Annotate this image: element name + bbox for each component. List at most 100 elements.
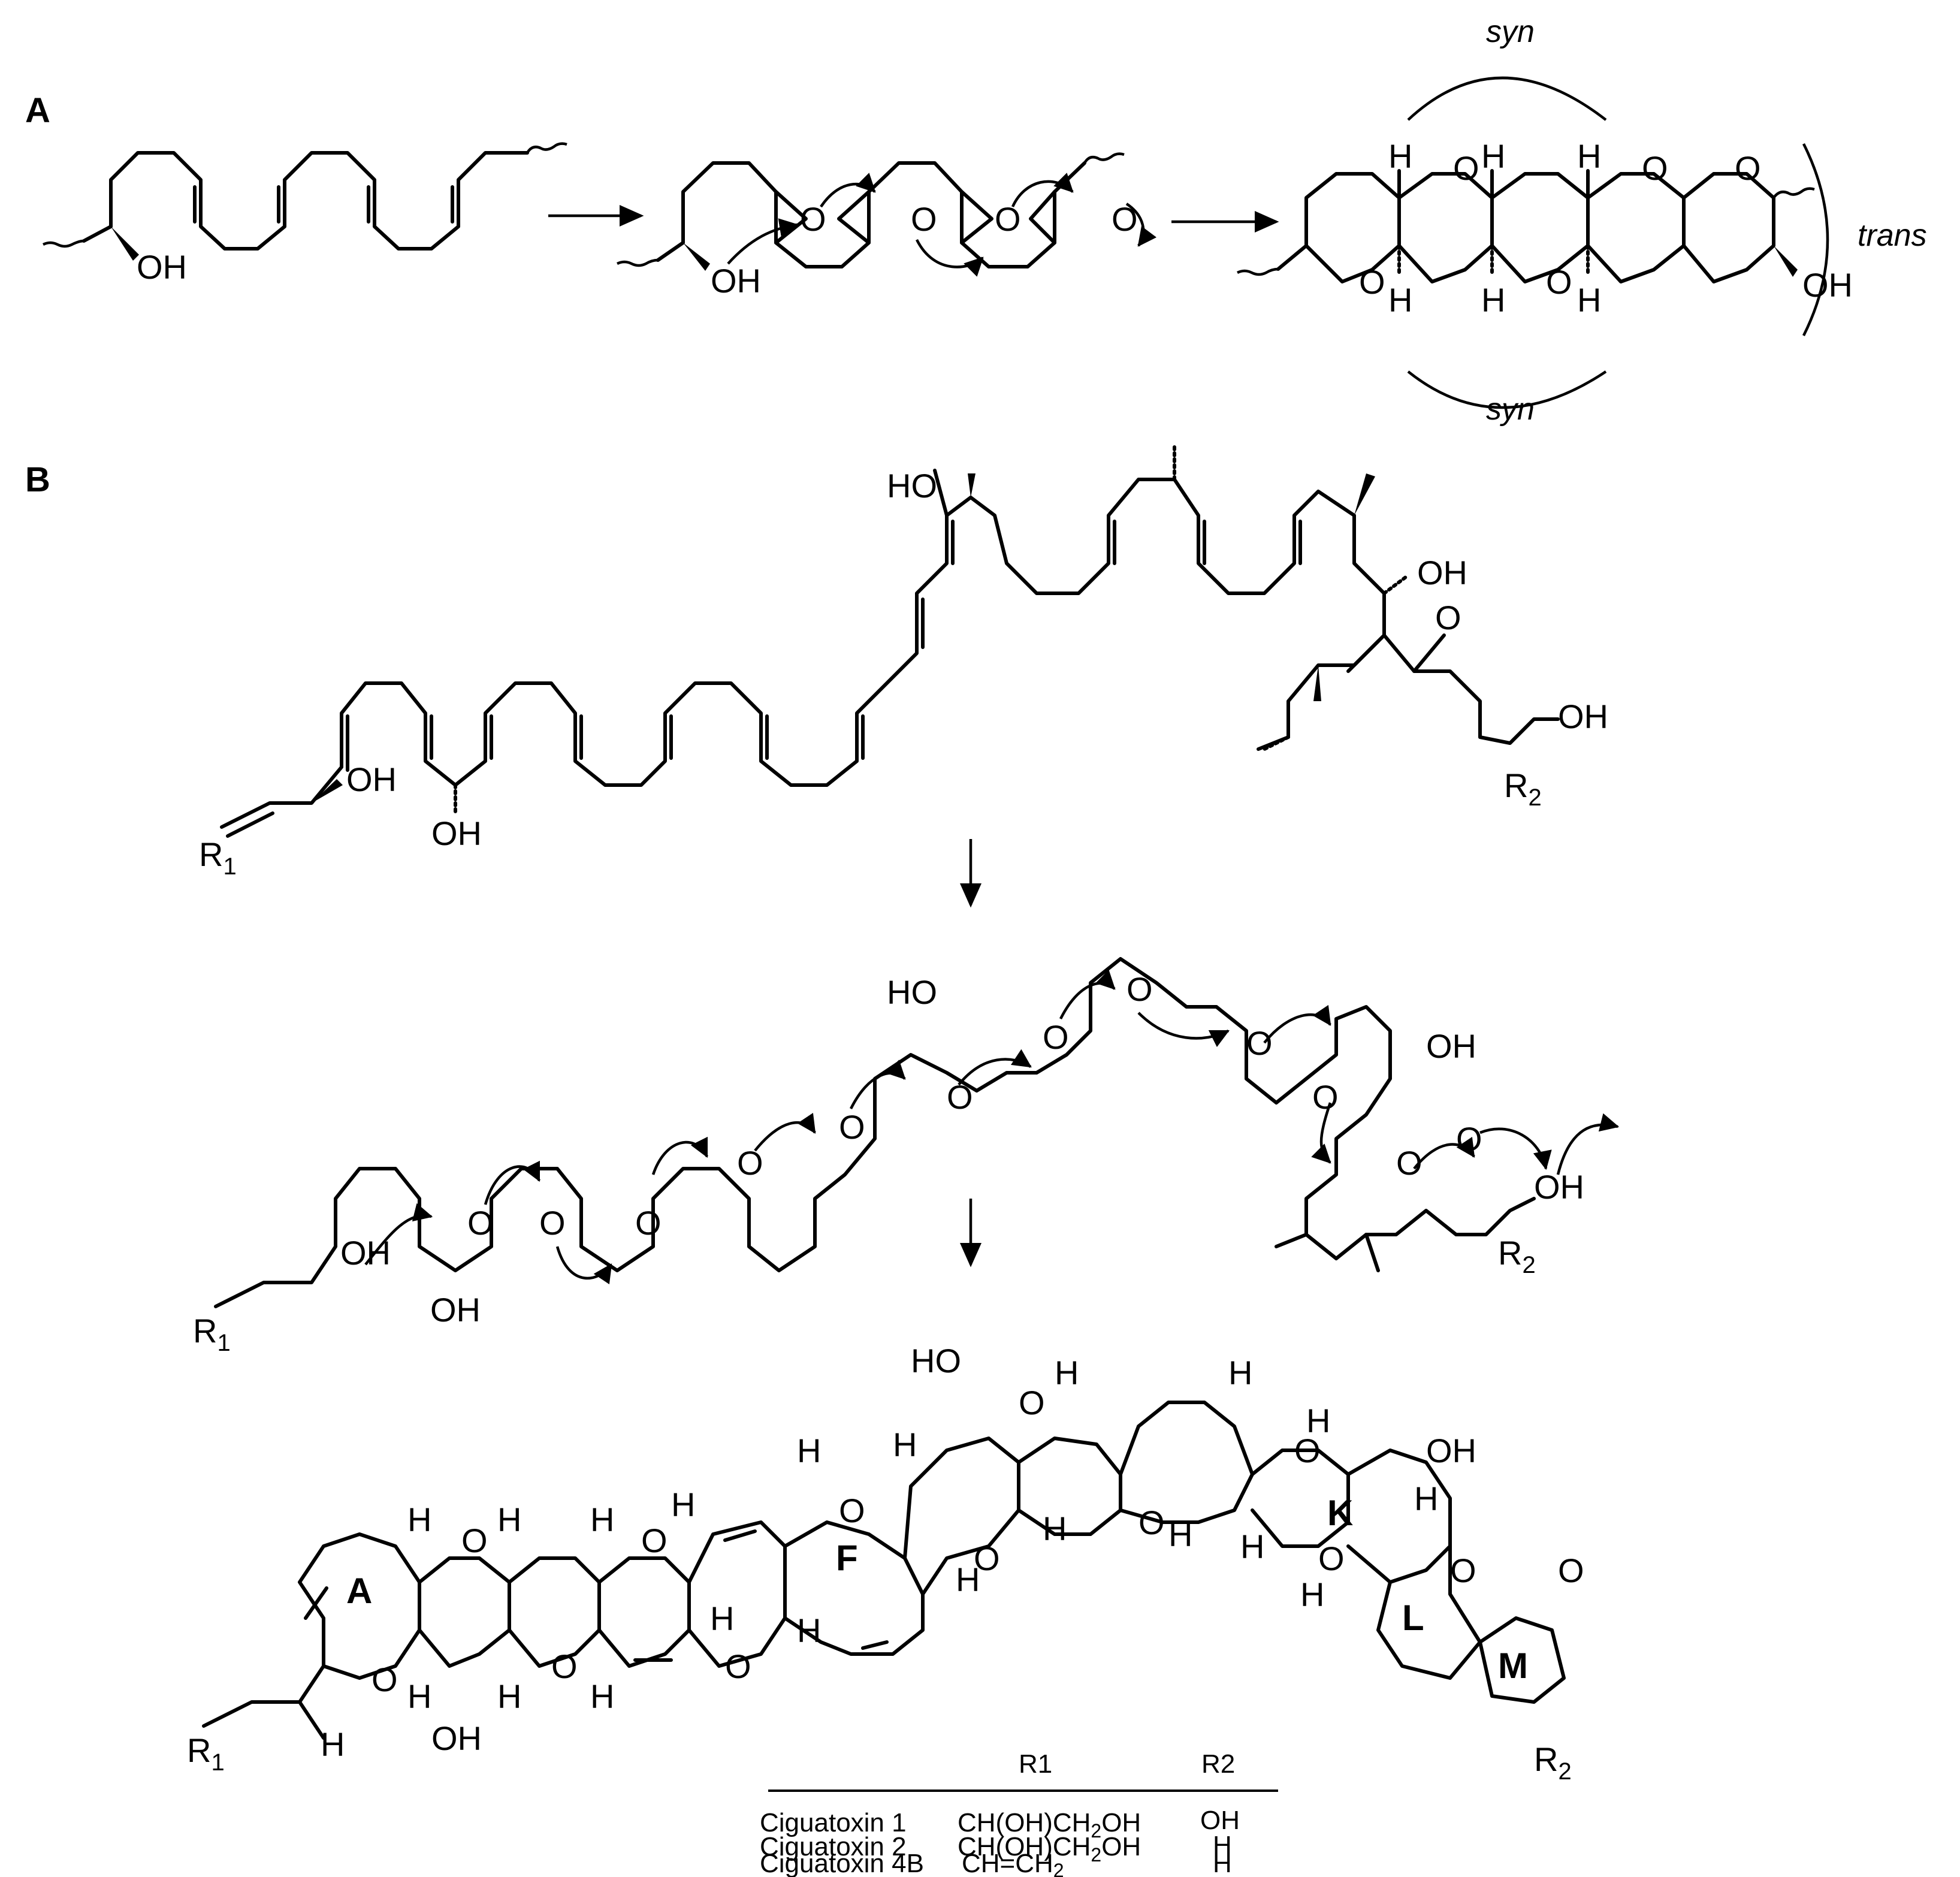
hydroxyl-label: OH [346, 761, 397, 798]
ring-oxygen: O [461, 1522, 488, 1559]
hydroxyl-label: OH [137, 248, 187, 286]
hydrogen-label: H [1481, 281, 1505, 319]
hydrogen-label: H [497, 1677, 521, 1715]
hydroxyl-label: HO [887, 973, 937, 1011]
ciguatoxin-product: R1 O O O O O O O O O O O O O HO OH OH R2… [187, 1342, 1584, 1785]
syn-label-top: syn [1486, 14, 1535, 49]
substituent-table: R1 R2 Ciguatoxin 1 CH(OH)CH2OH OH Ciguat… [760, 1749, 1278, 1877]
r2-label: R2 [1534, 1740, 1572, 1785]
syn-bracket-top [1407, 76, 1607, 121]
epoxide-oxygen: O [1112, 200, 1138, 238]
ring-oxygen: O [1546, 263, 1572, 301]
ring-oxygen: O [1318, 1540, 1345, 1577]
table-row-name: Ciguatoxin 4B [760, 1849, 924, 1877]
hydrogen-label: H [797, 1432, 821, 1469]
hydrogen-label: H [1481, 137, 1505, 175]
epoxide-oxygen: O [1312, 1078, 1339, 1116]
table-row-name: Ciguatoxin 1 [760, 1808, 907, 1837]
table-header-r1: R1 [1019, 1749, 1052, 1779]
hydrogen-label: H [1055, 1354, 1079, 1392]
ring-oxygen: O [1359, 263, 1385, 301]
ketone-oxygen: O [1435, 599, 1461, 636]
wavy-bond [42, 239, 84, 248]
table-row-r1: CH=CH2 [962, 1849, 1064, 1877]
syn-bracket-bottom [1407, 370, 1607, 409]
r2-label: R2 [1504, 767, 1542, 811]
panel-label-a: A [25, 91, 50, 130]
hydrogen-label: H [1577, 281, 1601, 319]
hydrogen-label: H [1306, 1402, 1330, 1440]
ring-oxygen: O [1138, 1504, 1165, 1541]
ring-oxygen: O [551, 1647, 578, 1685]
hydroxyl-label: OH [711, 262, 761, 300]
hydrogen-label: H [1388, 281, 1412, 319]
hydroxyl-label: OH [1558, 698, 1608, 735]
hydrogen-label: H [671, 1486, 695, 1523]
hydroxyl-label: OH [1417, 554, 1467, 592]
ring-oxygen: O [839, 1492, 865, 1529]
epoxide-oxygen: O [635, 1204, 662, 1242]
r1-label: R1 [187, 1731, 225, 1776]
ring-oxygen: O [1453, 149, 1479, 187]
hydroxyl-label: HO [911, 1342, 961, 1380]
hydrogen-label: H [956, 1561, 980, 1598]
hydroxyl-label: OH [1426, 1432, 1476, 1469]
polyene-precursor-b: R1 OH OH HO OH O OH R2 [199, 442, 1608, 880]
hydrogen-label: H [497, 1501, 521, 1538]
ring-label-a: A [346, 1571, 372, 1611]
ring-label-m: M [1498, 1646, 1528, 1686]
ladder-polyether-product-a: OH O O O O O H H H H H H [1236, 76, 1853, 409]
hydrogen-label: H [590, 1501, 614, 1538]
hydrogen-label: H [893, 1426, 917, 1463]
hydrogen-label: H [1228, 1354, 1252, 1392]
ring-oxygen: O [1642, 149, 1668, 187]
ring-oxygen: O [1558, 1552, 1584, 1589]
epoxide-oxygen: O [1246, 1024, 1273, 1062]
hydroxyl-label: OH [431, 1719, 482, 1757]
table-row-name: Ciguatoxin 2 [760, 1832, 907, 1861]
hydrogen-label: H [710, 1600, 734, 1637]
hydrogen-label: H [1577, 137, 1601, 175]
wavy-bond [616, 258, 659, 267]
table-header-r2: R2 [1201, 1749, 1235, 1779]
hydrogen-label: H [590, 1677, 614, 1715]
epoxide-oxygen: O [839, 1108, 865, 1146]
hydroxyl-label: HO [887, 467, 937, 505]
table-row-r2: H [1213, 1849, 1232, 1877]
ring-oxygen: O [725, 1647, 751, 1685]
ring-oxygen: O [1294, 1432, 1321, 1469]
hydroxyl-label: OH [340, 1234, 391, 1272]
panel-label-b: B [25, 460, 50, 499]
trans-bracket [1802, 143, 1829, 337]
r1-label: R1 [199, 835, 237, 880]
ring-oxygen: O [974, 1540, 1000, 1577]
epoxide-oxygen: O [467, 1204, 494, 1242]
hydrogen-label: H [1414, 1480, 1438, 1517]
ring-oxygen: O [1450, 1552, 1476, 1589]
hydrogen-label: H [407, 1677, 431, 1715]
polyepoxide-intermediate-a: OH O O O O [616, 152, 1157, 300]
ring-label-l: L [1402, 1598, 1424, 1638]
hydrogen-label: H [1240, 1528, 1264, 1565]
ring-oxygen: O [372, 1661, 398, 1698]
table-row-r2: OH [1200, 1806, 1240, 1835]
r1-label: R1 [193, 1312, 231, 1356]
table-row-r2: H [1213, 1831, 1232, 1860]
ring-label-f: F [836, 1538, 858, 1578]
ring-label-k: K [1327, 1493, 1353, 1533]
hydrogen-label: H [1168, 1516, 1192, 1553]
hydroxyl-label: OH [1426, 1027, 1476, 1065]
hydrogen-label: H [1388, 137, 1412, 175]
polyene-precursor-a: OH [42, 142, 567, 286]
epoxide-oxygen: O [737, 1144, 763, 1182]
hydrogen-label: H [407, 1501, 431, 1538]
hydroxyl-label: OH [1802, 266, 1853, 304]
hydroxyl-label: OH [431, 814, 482, 852]
hydrogen-label: H [797, 1612, 821, 1649]
table-row-r1: CH(OH)CH2OH [958, 1832, 1141, 1866]
epoxide-oxygen: O [539, 1204, 566, 1242]
syn-label-bottom: syn [1486, 392, 1535, 427]
hydrogen-label: H [321, 1725, 345, 1763]
r2-label: R2 [1498, 1234, 1536, 1278]
